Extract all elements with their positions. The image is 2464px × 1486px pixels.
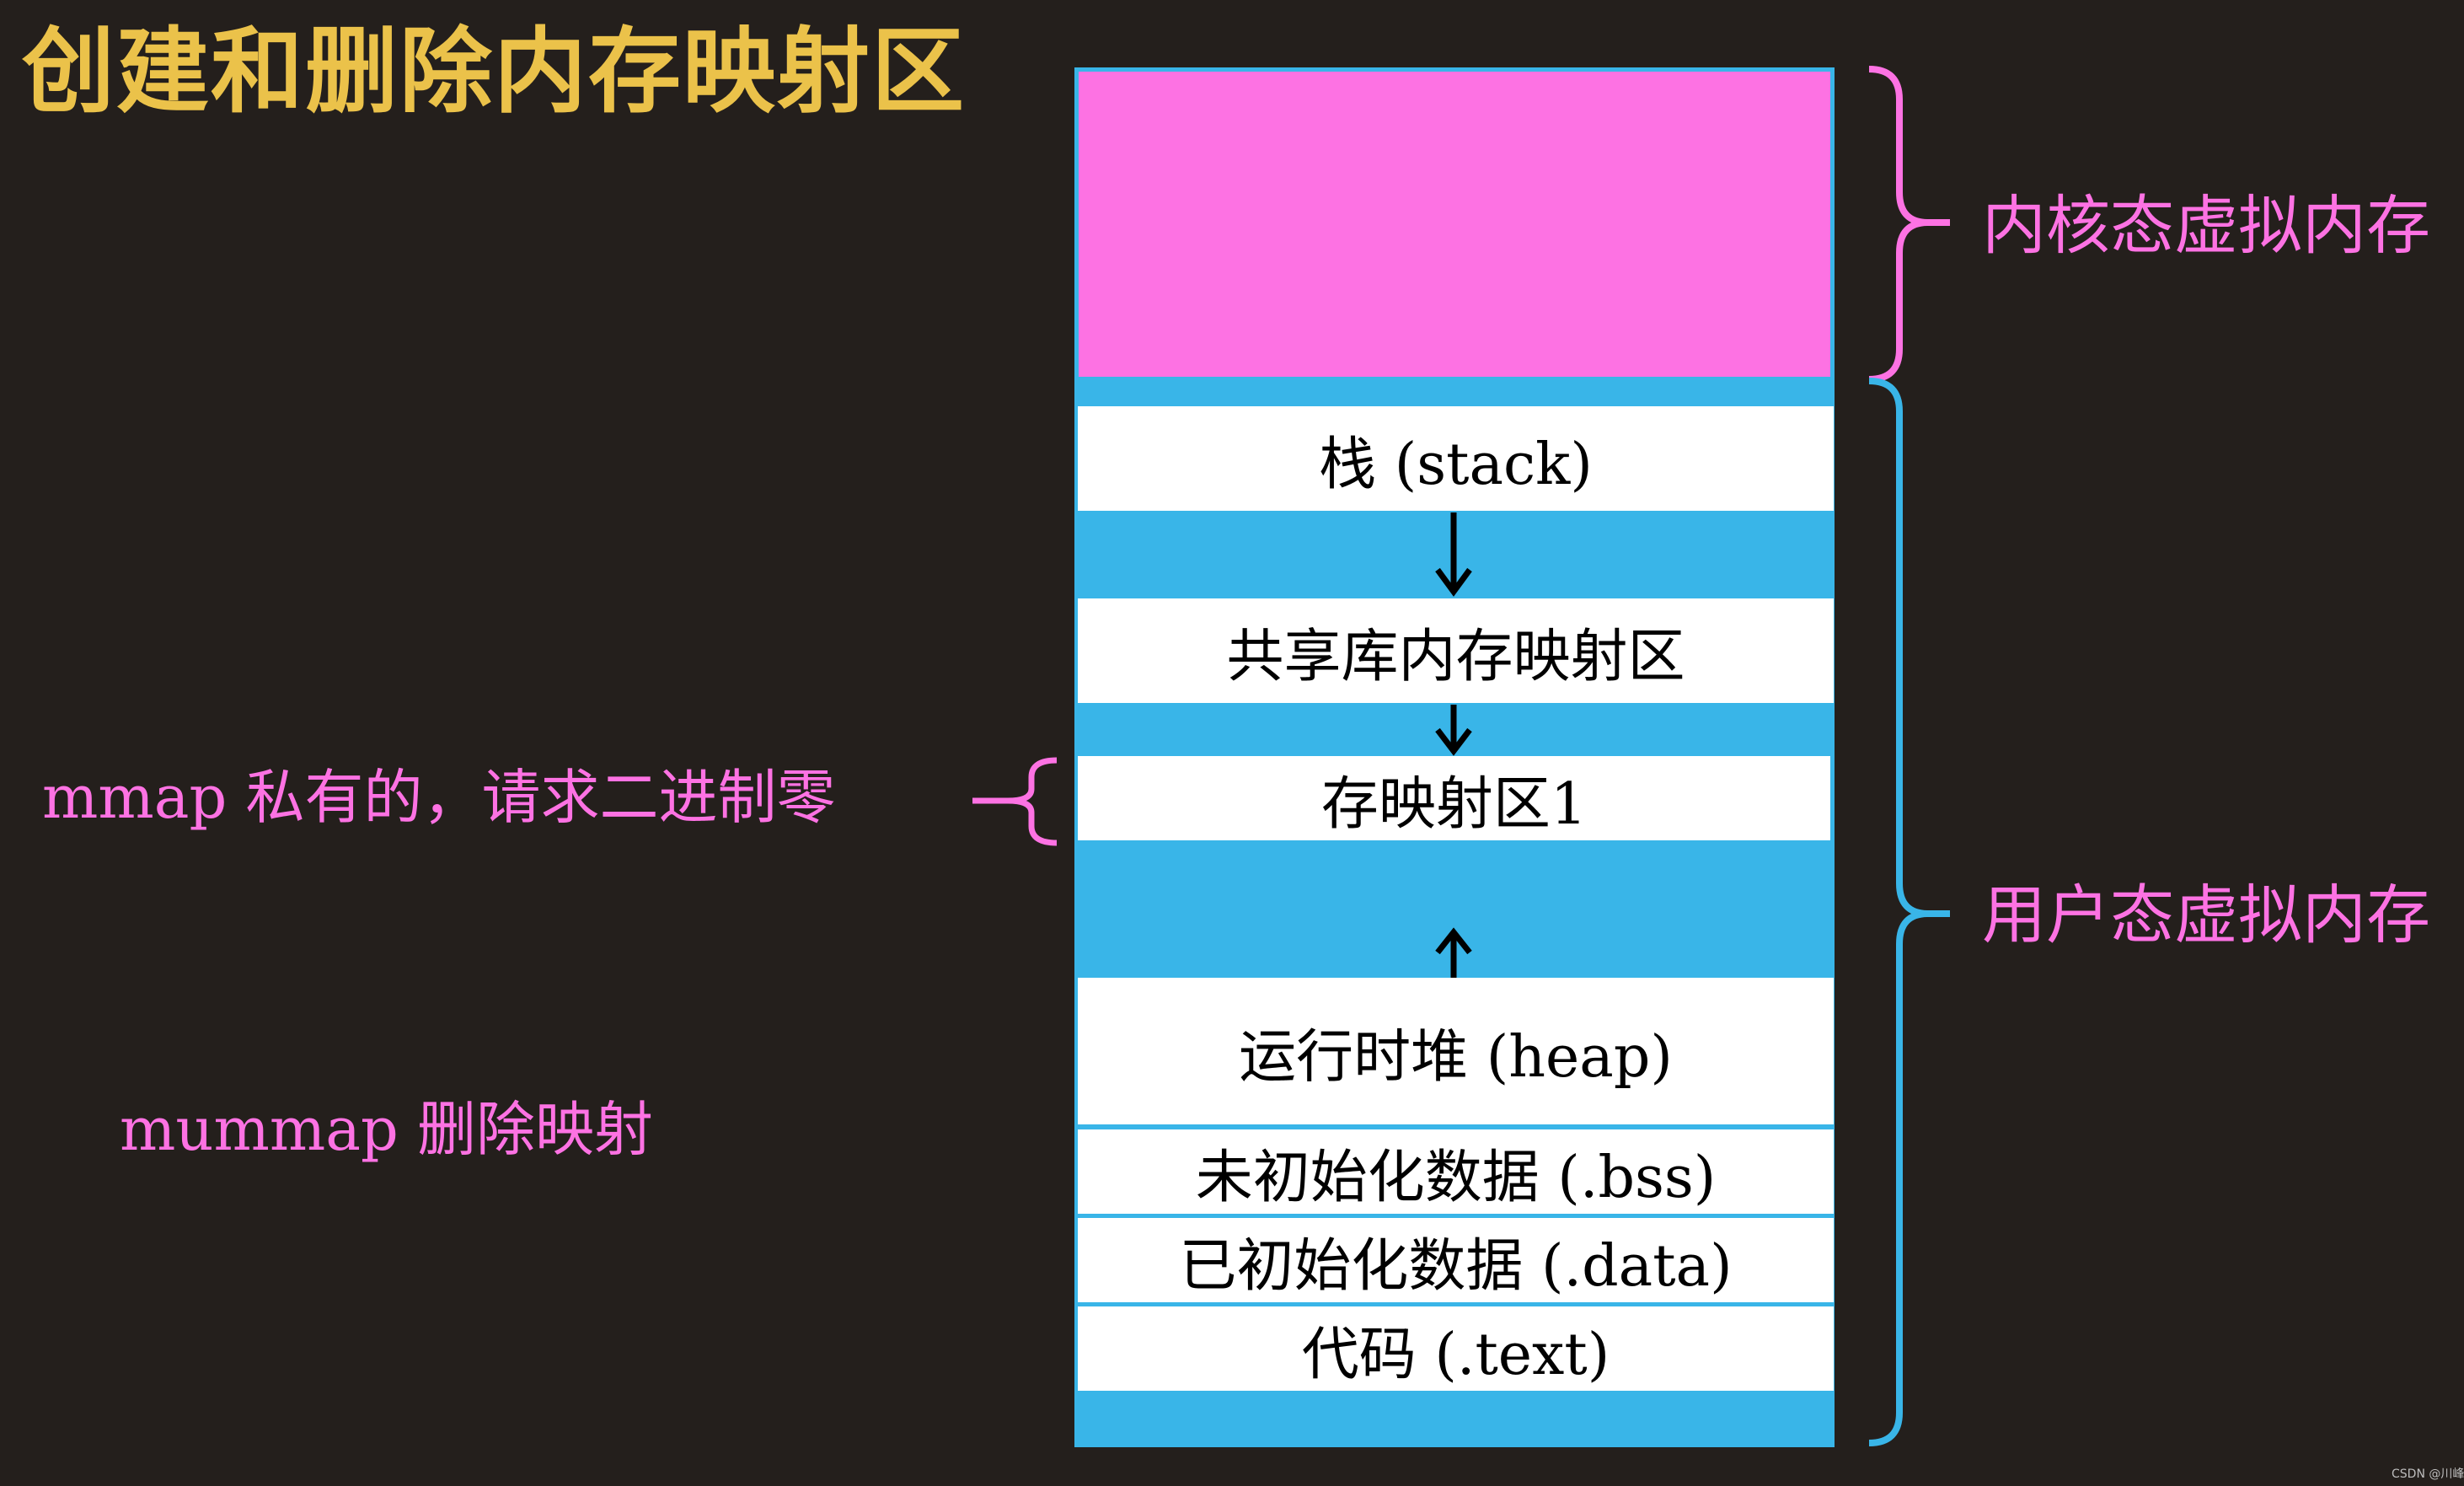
- segment-bss: 未初始化数据 (.bss): [1078, 1129, 1834, 1214]
- segment-bss-label: 未初始化数据 (.bss): [1195, 1144, 1717, 1211]
- segment-data: 已初始化数据 (.data): [1078, 1218, 1834, 1302]
- kernel-region-label: 内核态虚拟内存: [1982, 188, 2430, 263]
- watermark: CSDN @川峰: [2392, 1467, 2464, 1481]
- segment-shared-lib-label: 共享库内存映射区: [1226, 623, 1685, 690]
- segment-text-label: 代码 (.text): [1301, 1321, 1610, 1388]
- segment-stack-label: 栈 (stack): [1319, 431, 1593, 498]
- mmap-brace-icon: [972, 757, 1058, 846]
- segment-data-label: 已初始化数据 (.data): [1179, 1232, 1733, 1300]
- arrow-down-icon: [1435, 512, 1472, 597]
- segment-mmap-1: 存映射区1: [1078, 756, 1830, 840]
- segment-stack: 栈 (stack): [1078, 406, 1834, 511]
- user-region-label: 用户态虚拟内存: [1982, 877, 2430, 952]
- segment-shared-lib: 共享库内存映射区: [1078, 598, 1834, 703]
- mmap-annotation: mmap 私有的，请求二进制零: [42, 763, 836, 832]
- kernel-brace-icon: [1868, 66, 1950, 383]
- segment-heap-label: 运行时堆 (heap): [1239, 1023, 1673, 1091]
- page-title: 创建和删除内存映射区: [22, 18, 966, 126]
- user-brace-icon: [1868, 378, 1950, 1446]
- segment-mmap-1-label: 存映射区1: [1320, 770, 1588, 838]
- arrow-up-icon: [1435, 927, 1472, 978]
- kernel-virtual-memory-block: [1074, 67, 1835, 381]
- segment-text: 代码 (.text): [1078, 1306, 1834, 1391]
- arrow-down-icon: [1435, 705, 1472, 756]
- munmap-annotation: mummap 删除映射: [120, 1095, 654, 1164]
- segment-heap: 运行时堆 (heap): [1078, 978, 1834, 1124]
